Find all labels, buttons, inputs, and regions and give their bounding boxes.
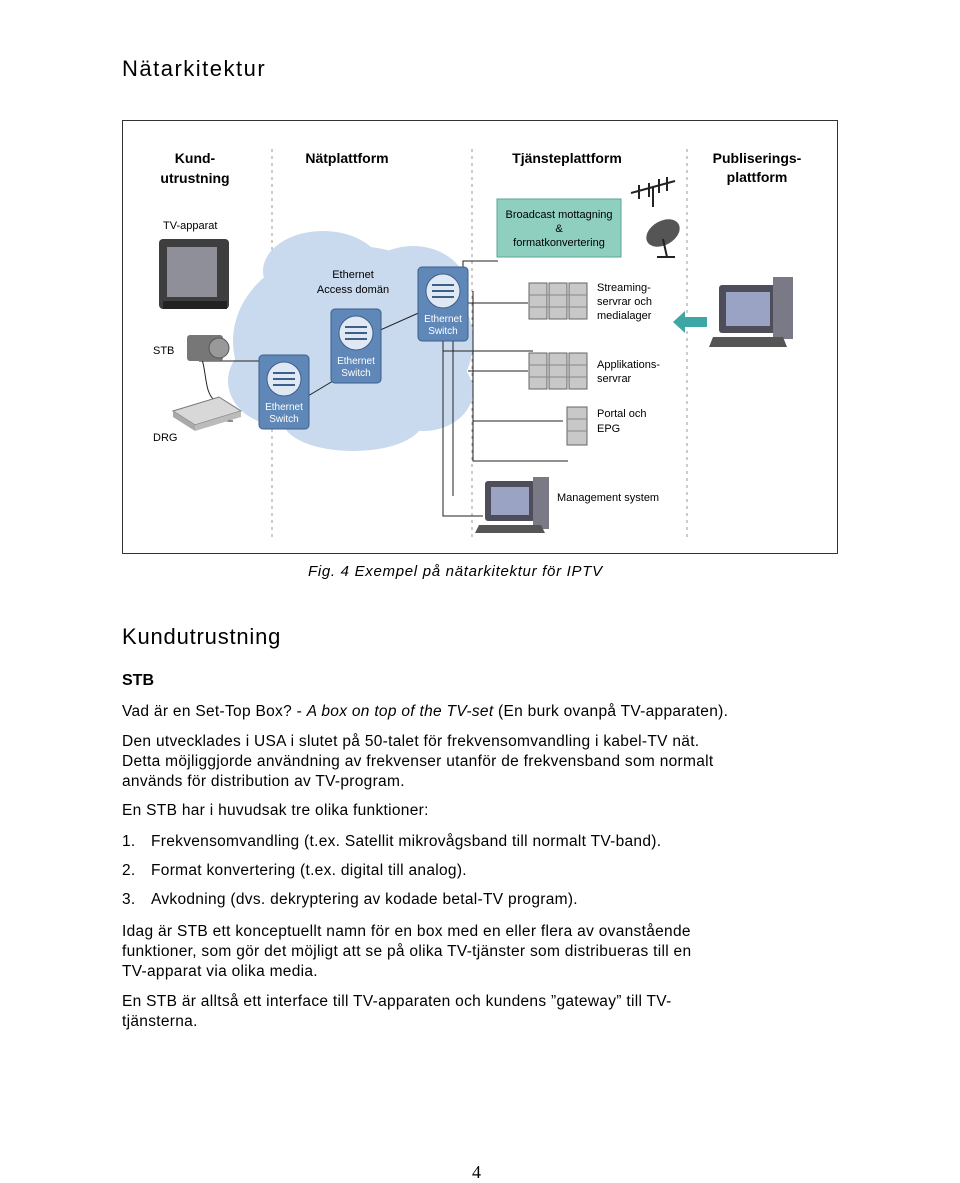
broadcast-l1: Broadcast mottagning: [505, 209, 612, 221]
ethernet-switch-icon: [330, 308, 382, 384]
p5-line2: tjänsterna.: [122, 1013, 198, 1030]
ethernet-switch-icon: [417, 266, 469, 342]
p2-line1: Den utvecklades i USA i slutet på 50-tal…: [122, 733, 700, 750]
tv-icon: [159, 239, 229, 309]
eth-access-2: Access domän: [317, 284, 389, 296]
tv-label: TV-apparat: [163, 220, 217, 232]
p4-line2: funktioner, som gör det möjligt att se p…: [122, 943, 692, 960]
p4-line3: TV-apparat via olika media.: [122, 963, 318, 980]
stb-icon: [187, 335, 230, 361]
list-item-text: Avkodning (dvs. dekryptering av kodade b…: [151, 891, 578, 908]
switch1-l2: Switch: [269, 414, 298, 425]
paragraph-2: Den utvecklades i USA i slutet på 50-tal…: [122, 732, 842, 792]
streaming-l1: Streaming-: [597, 282, 651, 294]
arrow-left-icon: [673, 311, 707, 333]
col-nat: Nätplattform: [305, 150, 388, 166]
broadcast-l2: &: [555, 223, 563, 235]
network-architecture-figure: Kund- utrustning Nätplattform Tjänstepla…: [122, 120, 838, 554]
paragraph-3: En STB har i huvudsak tre olika funktion…: [122, 802, 429, 819]
list-item-number: 3.: [122, 891, 136, 908]
col-publ-1: Publiserings-: [713, 150, 802, 166]
switch2-l1: Ethernet: [337, 356, 375, 367]
streaming-l2: servrar och: [597, 296, 652, 308]
section-title: Kundutrustning: [122, 624, 282, 649]
antenna-icon: [630, 177, 676, 207]
streaming-l3: medialager: [597, 310, 652, 322]
list-item: 2. Format konvertering (t.ex. digital til…: [122, 862, 467, 880]
broadcast-box: [496, 198, 622, 258]
p2-line3: används för distribution av TV-program.: [122, 773, 405, 790]
drg-router-icon: [171, 396, 243, 431]
list-item: 1. Frekvensomvandling (t.ex. Satellit mik…: [122, 833, 661, 851]
satellite-dish-icon: [646, 219, 680, 258]
app-l2: servrar: [597, 373, 632, 385]
application-servers-icon: [528, 352, 588, 390]
list-item-number: 1.: [122, 833, 136, 850]
switch1-l1: Ethernet: [265, 402, 303, 413]
paragraph-5: En STB är alltså ett interface till TV-a…: [122, 992, 842, 1032]
list-item-text: Format konvertering (t.ex. digital till …: [151, 862, 467, 879]
management-computer-icon: [475, 477, 549, 533]
figure-caption: Fig. 4 Exempel på nätarkitektur för IPTV: [308, 563, 603, 580]
list-item-number: 2.: [122, 862, 136, 879]
app-l1: Applikations-: [597, 359, 660, 371]
drg-label: DRG: [153, 432, 177, 444]
portal-server-icon: [566, 406, 588, 446]
subsection-title: STB: [122, 672, 154, 689]
col-publ-2: plattform: [727, 169, 788, 185]
page-number: 4: [472, 1162, 481, 1182]
paragraph-4: Idag är STB ett konceptuellt namn för en…: [122, 922, 842, 982]
ethernet-switch-icon: [258, 354, 310, 430]
paragraph-1: Vad är en Set-Top Box? - A box on top of…: [122, 702, 842, 722]
p4-line1: Idag är STB ett konceptuellt namn för en…: [122, 923, 691, 940]
mgmt-label: Management system: [557, 492, 659, 504]
portal-l1: Portal och: [597, 408, 647, 420]
broadcast-l3: formatkonvertering: [513, 237, 605, 249]
p5-line1: En STB är alltså ett interface till TV-a…: [122, 993, 672, 1010]
switch3-l2: Switch: [428, 326, 457, 337]
stb-label: STB: [153, 345, 174, 357]
list-item: 3. Avkodning (dvs. dekryptering av kodade…: [122, 891, 578, 909]
eth-access-1: Ethernet: [332, 269, 374, 281]
p1-b: A box on top of the TV-set: [306, 703, 494, 720]
col-kund-2: utrustning: [160, 170, 229, 186]
switch3-l1: Ethernet: [424, 314, 462, 325]
list-item-text: Frekvensomvandling (t.ex. Satellit mikro…: [151, 833, 662, 850]
p2-line2: Detta möjliggjorde användning av frekven…: [122, 753, 714, 770]
p1-a: Vad är en Set-Top Box? -: [122, 703, 307, 720]
col-kund-1: Kund-: [175, 150, 216, 166]
p1-c: (En burk ovanpå TV-apparaten).: [493, 703, 729, 720]
publishing-computer-icon: [709, 277, 793, 347]
switch2-l2: Switch: [341, 368, 370, 379]
col-tjanst: Tjänsteplattform: [512, 150, 622, 166]
page-title: Nätarkitektur: [122, 56, 267, 81]
portal-l2: EPG: [597, 423, 620, 435]
streaming-servers-icon: [528, 282, 588, 320]
